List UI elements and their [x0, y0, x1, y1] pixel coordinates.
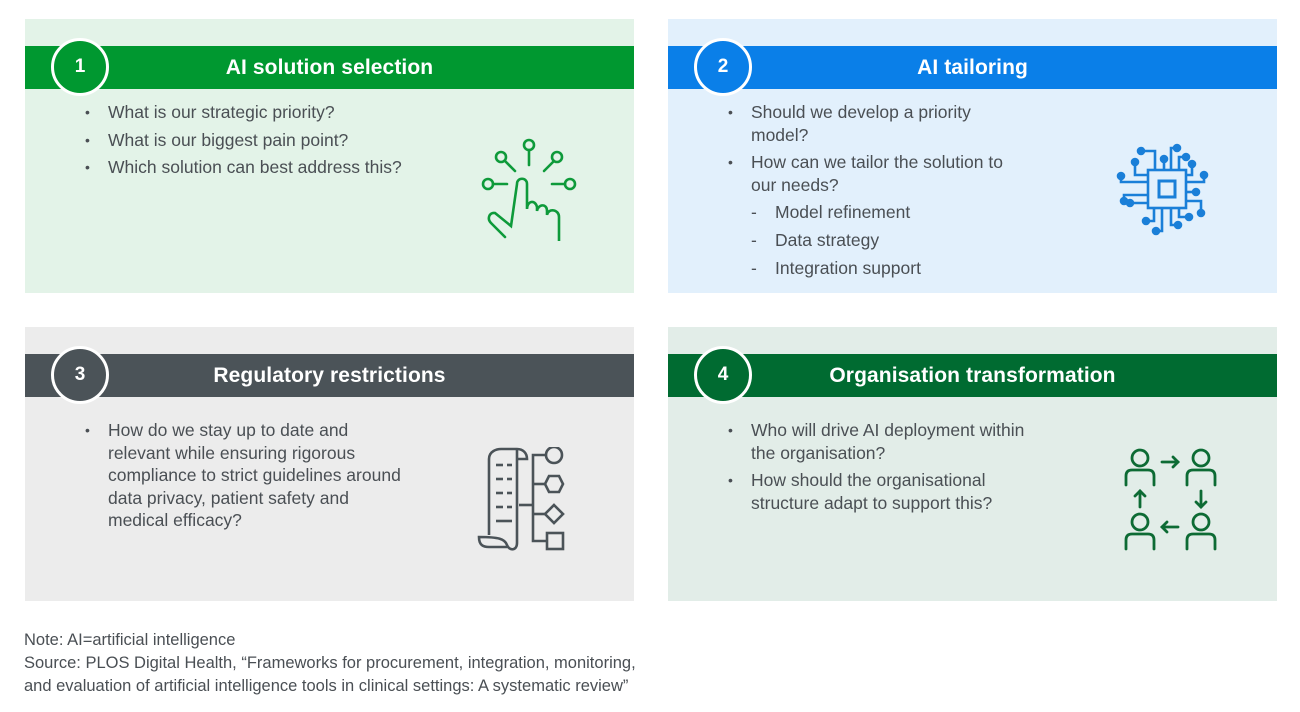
panel-header-band: AI solution selection [25, 46, 634, 89]
step-number-badge: 4 [694, 346, 752, 404]
hand-touch-network-icon [481, 138, 577, 241]
panel-title: AI tailoring [917, 55, 1028, 79]
step-number-badge: 2 [694, 38, 752, 96]
source-text-line-2: and evaluation of artificial intelligenc… [24, 677, 629, 695]
bullet-list: How do we stay up to date and relevant w… [83, 419, 413, 537]
bullet-item: What is our strategic priority? [83, 101, 423, 124]
bullet-list: Should we develop a priority model? How … [726, 101, 1046, 285]
sub-item-data-strategy: Data strategy [726, 229, 1046, 252]
footnote: Note: AI=artificial intelligence Source:… [24, 629, 636, 698]
bullet-item: Should we develop a priority model? [726, 101, 1011, 146]
bullet-item: Which solution can best address this? [83, 156, 403, 179]
bullet-item: How should the organisational structure … [726, 469, 1051, 514]
panel-ai-solution-selection: AI solution selection 1 What is our stra… [25, 19, 634, 293]
note-text: Note: AI=artificial intelligence [24, 631, 236, 649]
panel-organisation-transformation: Organisation transformation 4 Who will d… [668, 327, 1277, 601]
circuit-chip-icon [1116, 143, 1209, 236]
bullet-item: What is our biggest pain point? [83, 129, 423, 152]
document-flowchart-icon [477, 447, 565, 551]
panel-title: AI solution selection [225, 55, 434, 79]
sub-item-model-refinement: Model refinement [726, 201, 1046, 224]
panel-regulatory-restrictions: Regulatory restrictions 3 How do we stay… [25, 327, 634, 601]
sub-item-integration-support: Integration support [726, 257, 1046, 280]
step-number-badge: 3 [51, 346, 109, 404]
bullet-item: How can we tailor the solution to our ne… [726, 151, 1031, 196]
panel-ai-tailoring: AI tailoring 2 Should we develop a prior… [668, 19, 1277, 293]
bullet-item: Who will drive AI deployment within the … [726, 419, 1026, 464]
bullet-list: Who will drive AI deployment within the … [726, 419, 1066, 519]
people-cycle-icon [1124, 448, 1217, 551]
panel-header-band: Regulatory restrictions [25, 354, 634, 397]
panel-header-band: AI tailoring [668, 46, 1277, 89]
panel-header-band: Organisation transformation [668, 354, 1277, 397]
panel-title: Organisation transformation [829, 363, 1116, 387]
bullet-list: What is our strategic priority? What is … [83, 101, 423, 184]
bullet-item: How do we stay up to date and relevant w… [83, 419, 413, 532]
source-text-line-1: Source: PLOS Digital Health, “Frameworks… [24, 654, 636, 672]
step-number-badge: 1 [51, 38, 109, 96]
panel-title: Regulatory restrictions [213, 363, 446, 387]
